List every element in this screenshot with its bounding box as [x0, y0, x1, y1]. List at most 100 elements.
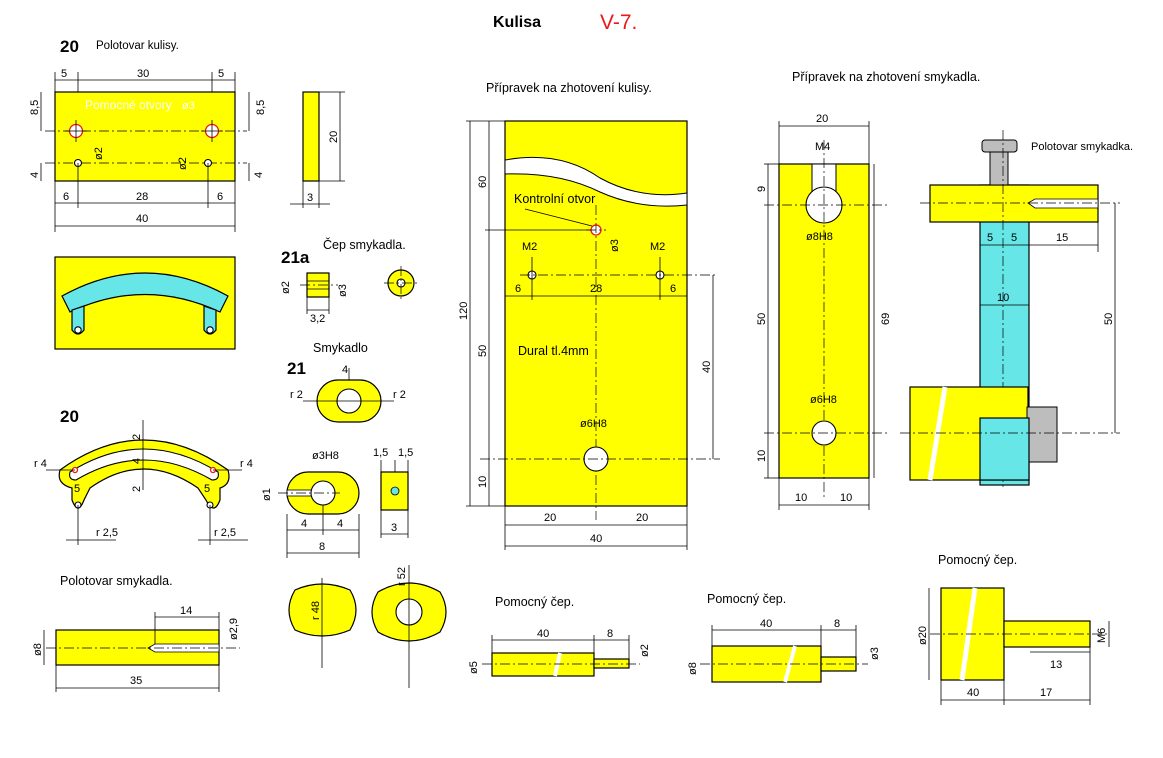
- pomocny-cep-1-view: Pomocný čep. 40 8 ø2 ø5: [468, 595, 651, 677]
- svg-text:Smykadlo: Smykadlo: [313, 341, 368, 355]
- svg-text:20: 20: [544, 512, 556, 524]
- kulisa-contour: [61, 272, 229, 313]
- svg-text:ø3: ø3: [609, 239, 621, 252]
- svg-text:ø2: ø2: [280, 281, 292, 294]
- pripravek-smykadla-view: Přípravek na zhotovení smykadla. M4 ø8H8…: [756, 70, 1133, 510]
- drawing-title: Kulisa: [493, 14, 541, 31]
- svg-text:5: 5: [74, 483, 80, 495]
- svg-text:r 48: r 48: [310, 601, 322, 620]
- svg-text:20: 20: [328, 131, 340, 143]
- svg-text:ø2: ø2: [93, 147, 105, 160]
- pripravek-kulisy-view: Přípravek na zhotovení kulisy. Kontrolní…: [458, 81, 720, 550]
- svg-text:r 2: r 2: [290, 389, 303, 401]
- svg-text:M2: M2: [650, 241, 665, 253]
- svg-text:4: 4: [131, 458, 143, 464]
- svg-text:ø2,9: ø2,9: [228, 618, 240, 640]
- polotovar-smykadla-view: Polotovar smykadla. 14 ø2,9 ø8 35: [32, 574, 240, 692]
- svg-text:21a: 21a: [281, 248, 310, 267]
- svg-text:r 52: r 52: [396, 567, 408, 586]
- svg-text:28: 28: [590, 283, 602, 295]
- svg-text:60: 60: [477, 176, 489, 188]
- svg-text:20: 20: [816, 113, 828, 125]
- svg-text:3,2: 3,2: [310, 313, 325, 325]
- polotovar-kulisy-view: 20 Polotovar kulisy. Pomocné otvory ø3 5…: [29, 37, 345, 350]
- control-hole-label: Kontrolní otvor: [514, 192, 595, 206]
- svg-text:r 4: r 4: [240, 458, 253, 470]
- svg-text:ø8H8: ø8H8: [806, 231, 833, 243]
- svg-text:ø2: ø2: [639, 644, 651, 657]
- svg-text:20: 20: [60, 407, 79, 426]
- svg-text:Polotovar smykadla.: Polotovar smykadla.: [60, 574, 173, 588]
- svg-text:9: 9: [756, 186, 768, 192]
- svg-text:8,5: 8,5: [29, 100, 41, 115]
- pomocny-cep-2-view: Pomocný čep. 40 8 ø3 ø8: [687, 592, 881, 683]
- svg-text:20: 20: [636, 512, 648, 524]
- svg-text:ø1: ø1: [261, 488, 273, 501]
- svg-text:10: 10: [795, 492, 807, 504]
- svg-text:M6: M6: [1096, 628, 1108, 643]
- svg-text:5: 5: [204, 483, 210, 495]
- svg-text:50: 50: [756, 313, 768, 325]
- svg-text:ø3: ø3: [182, 100, 195, 112]
- svg-text:8: 8: [834, 618, 840, 630]
- svg-text:40: 40: [590, 533, 602, 545]
- svg-text:8,5: 8,5: [255, 100, 267, 115]
- svg-text:4: 4: [301, 518, 307, 530]
- svg-text:r 2,5: r 2,5: [214, 527, 236, 539]
- svg-text:3: 3: [307, 192, 313, 204]
- svg-text:6: 6: [217, 191, 223, 203]
- svg-text:Pomocný čep.: Pomocný čep.: [495, 595, 574, 609]
- svg-text:21: 21: [287, 359, 306, 378]
- svg-text:40: 40: [701, 361, 713, 373]
- svg-text:ø20: ø20: [917, 626, 929, 645]
- kulisa-part-view: 20 2 4 2 r 4 r 4 5 5 r 2,5 r 2,5: [34, 407, 253, 545]
- svg-text:ø3H8: ø3H8: [312, 450, 339, 462]
- svg-text:28: 28: [136, 191, 148, 203]
- svg-text:13: 13: [1050, 659, 1062, 671]
- svg-text:15: 15: [1056, 232, 1068, 244]
- svg-text:r 2,5: r 2,5: [96, 527, 118, 539]
- svg-text:69: 69: [880, 313, 892, 325]
- svg-text:6: 6: [63, 191, 69, 203]
- section-caption: Polotovar kulisy.: [96, 40, 179, 52]
- svg-text:6: 6: [515, 283, 521, 295]
- svg-text:10: 10: [997, 292, 1009, 304]
- smykadlo-view: Smykadlo 21 4 r 2 r 2 ø3H8 ø1 4 4 8 1,5 …: [261, 341, 447, 688]
- svg-text:17: 17: [1040, 687, 1052, 699]
- svg-text:50: 50: [1103, 313, 1115, 325]
- svg-text:50: 50: [477, 345, 489, 357]
- svg-text:14: 14: [180, 605, 192, 617]
- svg-text:ø2: ø2: [177, 157, 189, 170]
- svg-text:Pomocný čep.: Pomocný čep.: [707, 592, 786, 606]
- svg-text:10: 10: [477, 476, 489, 488]
- svg-text:5: 5: [61, 68, 67, 80]
- svg-text:Přípravek na zhotovení smykadl: Přípravek na zhotovení smykadla.: [792, 70, 980, 84]
- svg-text:ø5: ø5: [468, 661, 480, 674]
- svg-text:2: 2: [131, 486, 143, 492]
- svg-text:5: 5: [218, 68, 224, 80]
- svg-text:ø3: ø3: [337, 284, 349, 297]
- svg-text:10: 10: [840, 492, 852, 504]
- section-number: 20: [60, 37, 79, 56]
- svg-text:2: 2: [131, 434, 143, 440]
- svg-text:ø8: ø8: [32, 643, 44, 656]
- pomocny-cep-3-view: Pomocný čep. ø20 M6 13 40 17: [917, 553, 1110, 705]
- svg-text:40: 40: [136, 213, 148, 225]
- cep-smykadla-view: 21a Čep smykadla. ø2 ø3 3,2: [280, 237, 418, 325]
- svg-text:8: 8: [319, 541, 325, 553]
- svg-text:ø6H8: ø6H8: [810, 394, 837, 406]
- blank-plate: [54, 91, 236, 182]
- svg-text:40: 40: [967, 687, 979, 699]
- svg-text:ø6H8: ø6H8: [580, 418, 607, 430]
- svg-text:M2: M2: [522, 241, 537, 253]
- svg-text:1,5: 1,5: [373, 447, 388, 459]
- svg-text:35: 35: [130, 675, 142, 687]
- svg-text:r 4: r 4: [34, 458, 47, 470]
- svg-text:40: 40: [537, 628, 549, 640]
- svg-text:120: 120: [458, 302, 470, 320]
- svg-text:6: 6: [670, 283, 676, 295]
- svg-text:4: 4: [253, 172, 265, 178]
- svg-text:Čep smykadla.: Čep smykadla.: [323, 237, 406, 252]
- svg-text:10: 10: [756, 450, 768, 462]
